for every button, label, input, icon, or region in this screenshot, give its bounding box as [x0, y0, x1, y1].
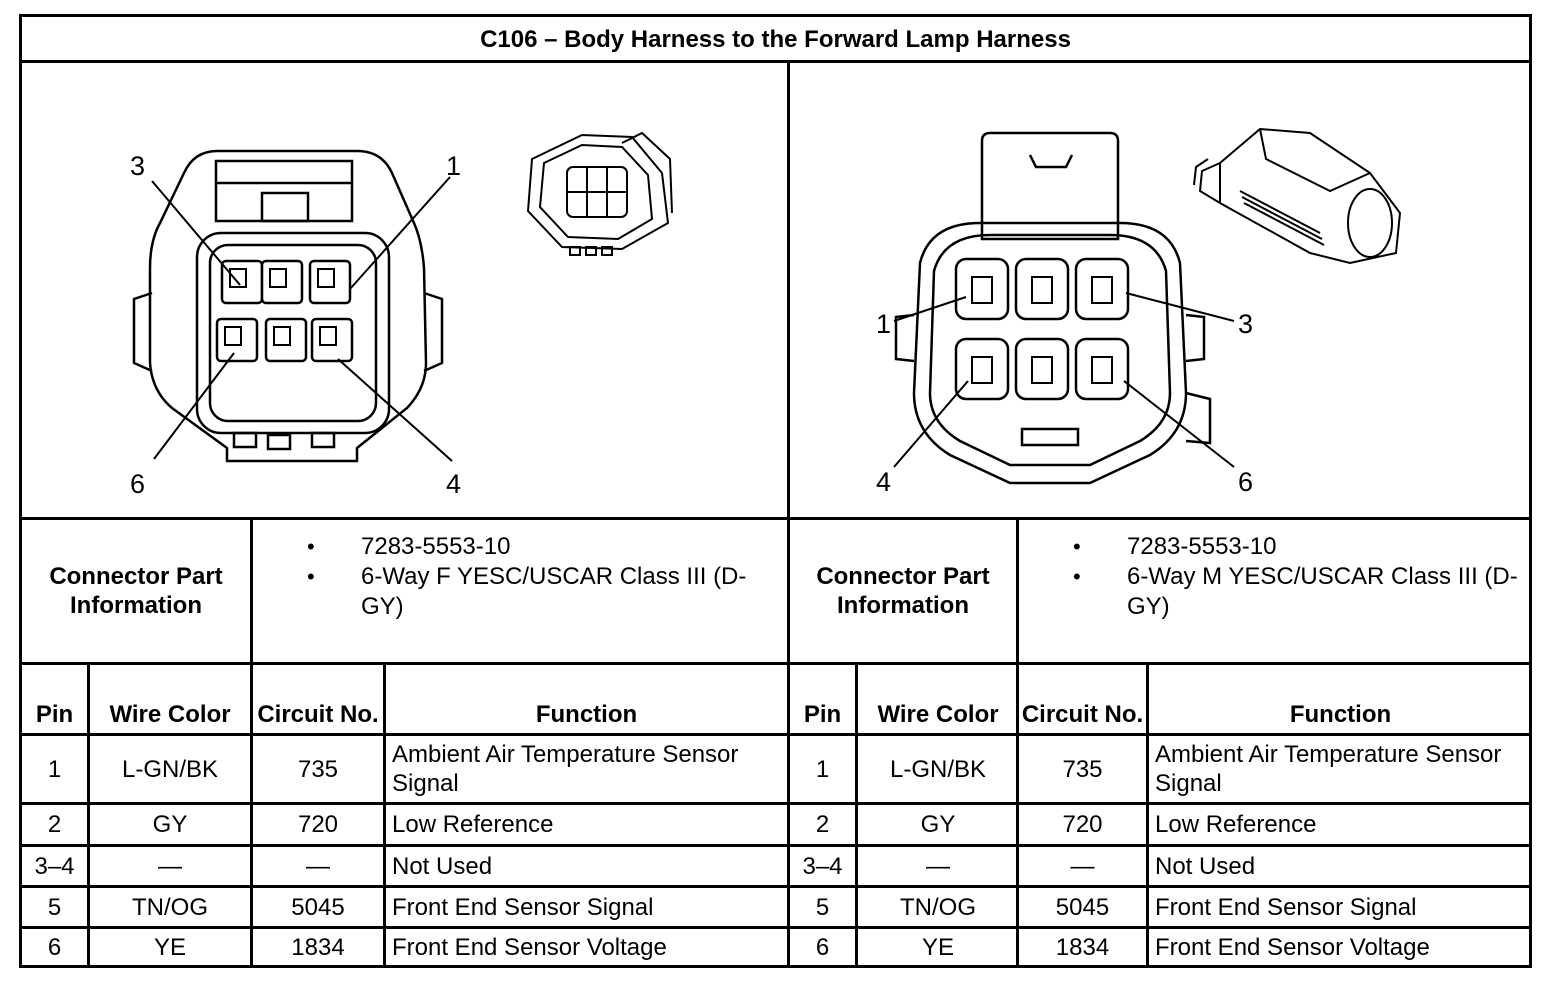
cell-pin: 1: [815, 755, 830, 783]
cell-circuit-no: 720: [1062, 811, 1103, 838]
divider: [22, 885, 1529, 888]
divider: [87, 664, 90, 965]
header-circuit-no: Circuit No.: [257, 701, 379, 728]
cell-pin: 2: [815, 811, 830, 838]
cell-wire-color: —: [926, 852, 950, 880]
cell-circuit-no: 5045: [1055, 893, 1110, 921]
pin-callout: 4: [876, 467, 891, 497]
cell-circuit-no: 5045: [291, 893, 345, 921]
part-description: 6-Way M YESC/USCAR Class III (D-GY): [1073, 562, 1527, 622]
cell-circuit-no: 735: [1062, 755, 1103, 783]
pin-callout: 6: [1238, 467, 1253, 497]
divider: [22, 844, 1529, 847]
divider: [22, 662, 1529, 665]
divider: [1146, 664, 1149, 965]
divider: [250, 664, 253, 965]
cell-pin: 3–4: [34, 852, 75, 880]
cell-wire-color: L-GN/BK: [889, 755, 987, 783]
part-number: 7283-5553-10: [1073, 532, 1527, 562]
cell-function: Low Reference: [1155, 811, 1317, 838]
cell-pin: 5: [47, 893, 62, 921]
divider: [1016, 664, 1019, 965]
connector-sheet: C106 – Body Harness to the Forward Lamp …: [19, 14, 1532, 968]
part-info-label: Connector Part Information: [49, 563, 223, 619]
cell-function: Front End Sensor Voltage: [392, 933, 667, 961]
cell-pin: 1: [47, 755, 62, 783]
header-wire-color: Wire Color: [109, 701, 231, 728]
cell-wire-color: L-GN/BK: [121, 755, 219, 783]
cell-function: Ambient Air Temperature Sensor Signal: [1155, 741, 1502, 797]
header-function: Function: [535, 701, 638, 728]
divider: [855, 664, 858, 965]
cell-function: Not Used: [392, 852, 493, 880]
pin-callout: 3: [1238, 309, 1253, 339]
cell-pin: 6: [815, 933, 830, 961]
divider: [22, 802, 1529, 805]
header-wire-color: Wire Color: [877, 701, 999, 728]
pin-callout: 3: [130, 151, 145, 181]
cell-circuit-no: 735: [297, 755, 339, 783]
cell-wire-color: GY: [920, 811, 956, 838]
cell-function: Not Used: [1155, 852, 1256, 880]
cell-wire-color: YE: [153, 933, 186, 961]
cell-wire-color: —: [158, 852, 182, 880]
divider: [1016, 519, 1019, 663]
cell-circuit-no: 720: [297, 811, 339, 838]
cell-circuit-no: 1834: [291, 933, 345, 961]
divider: [22, 926, 1529, 929]
pin-callout: 1: [876, 309, 891, 339]
part-info-label: Connector Part Information: [816, 563, 990, 619]
divider: [383, 664, 386, 965]
divider: [787, 62, 790, 965]
cell-wire-color: GY: [152, 811, 188, 838]
cell-wire-color: YE: [921, 933, 954, 961]
cell-wire-color: TN/OG: [900, 893, 976, 921]
cell-function: Front End Sensor Voltage: [1155, 933, 1430, 961]
part-description: 6-Way F YESC/USCAR Class III (D-GY): [307, 562, 781, 622]
pin-callout: 6: [130, 469, 145, 499]
part-info-list: 7283-5553-10 6-Way M YESC/USCAR Class II…: [1019, 520, 1532, 662]
header-pin: Pin: [803, 701, 842, 728]
cell-function: Front End Sensor Signal: [392, 893, 654, 921]
cell-pin: 5: [815, 893, 830, 921]
part-info-list: 7283-5553-10 6-Way F YESC/USCAR Class II…: [253, 520, 787, 662]
cell-pin: 6: [47, 933, 62, 961]
male-connector-face-diagram: 1 3 4 6: [876, 127, 1402, 497]
header-function: Function: [1289, 701, 1392, 728]
pin-callout: 4: [446, 469, 461, 499]
cell-pin: 3–4: [802, 852, 843, 880]
female-connector-face-diagram: 3 1 6 4: [130, 131, 673, 499]
divider: [22, 517, 1529, 520]
cell-wire-color: TN/OG: [132, 893, 208, 921]
header-circuit-no: Circuit No.: [1021, 701, 1144, 728]
divider: [22, 733, 1529, 736]
divider: [250, 519, 253, 663]
pin-callout: 1: [446, 151, 461, 181]
cell-circuit-no: —: [1070, 852, 1095, 880]
page-title: C106 – Body Harness to the Forward Lamp …: [480, 25, 1071, 53]
cell-circuit-no: —: [306, 852, 330, 880]
divider: [22, 60, 1529, 63]
cell-circuit-no: 1834: [1055, 933, 1110, 961]
header-pin: Pin: [35, 701, 74, 728]
cell-pin: 2: [47, 811, 62, 838]
cell-function: Front End Sensor Signal: [1155, 893, 1417, 921]
cell-function: Ambient Air Temperature Sensor Signal: [392, 741, 739, 797]
cell-function: Low Reference: [392, 811, 554, 838]
part-number: 7283-5553-10: [307, 532, 781, 562]
